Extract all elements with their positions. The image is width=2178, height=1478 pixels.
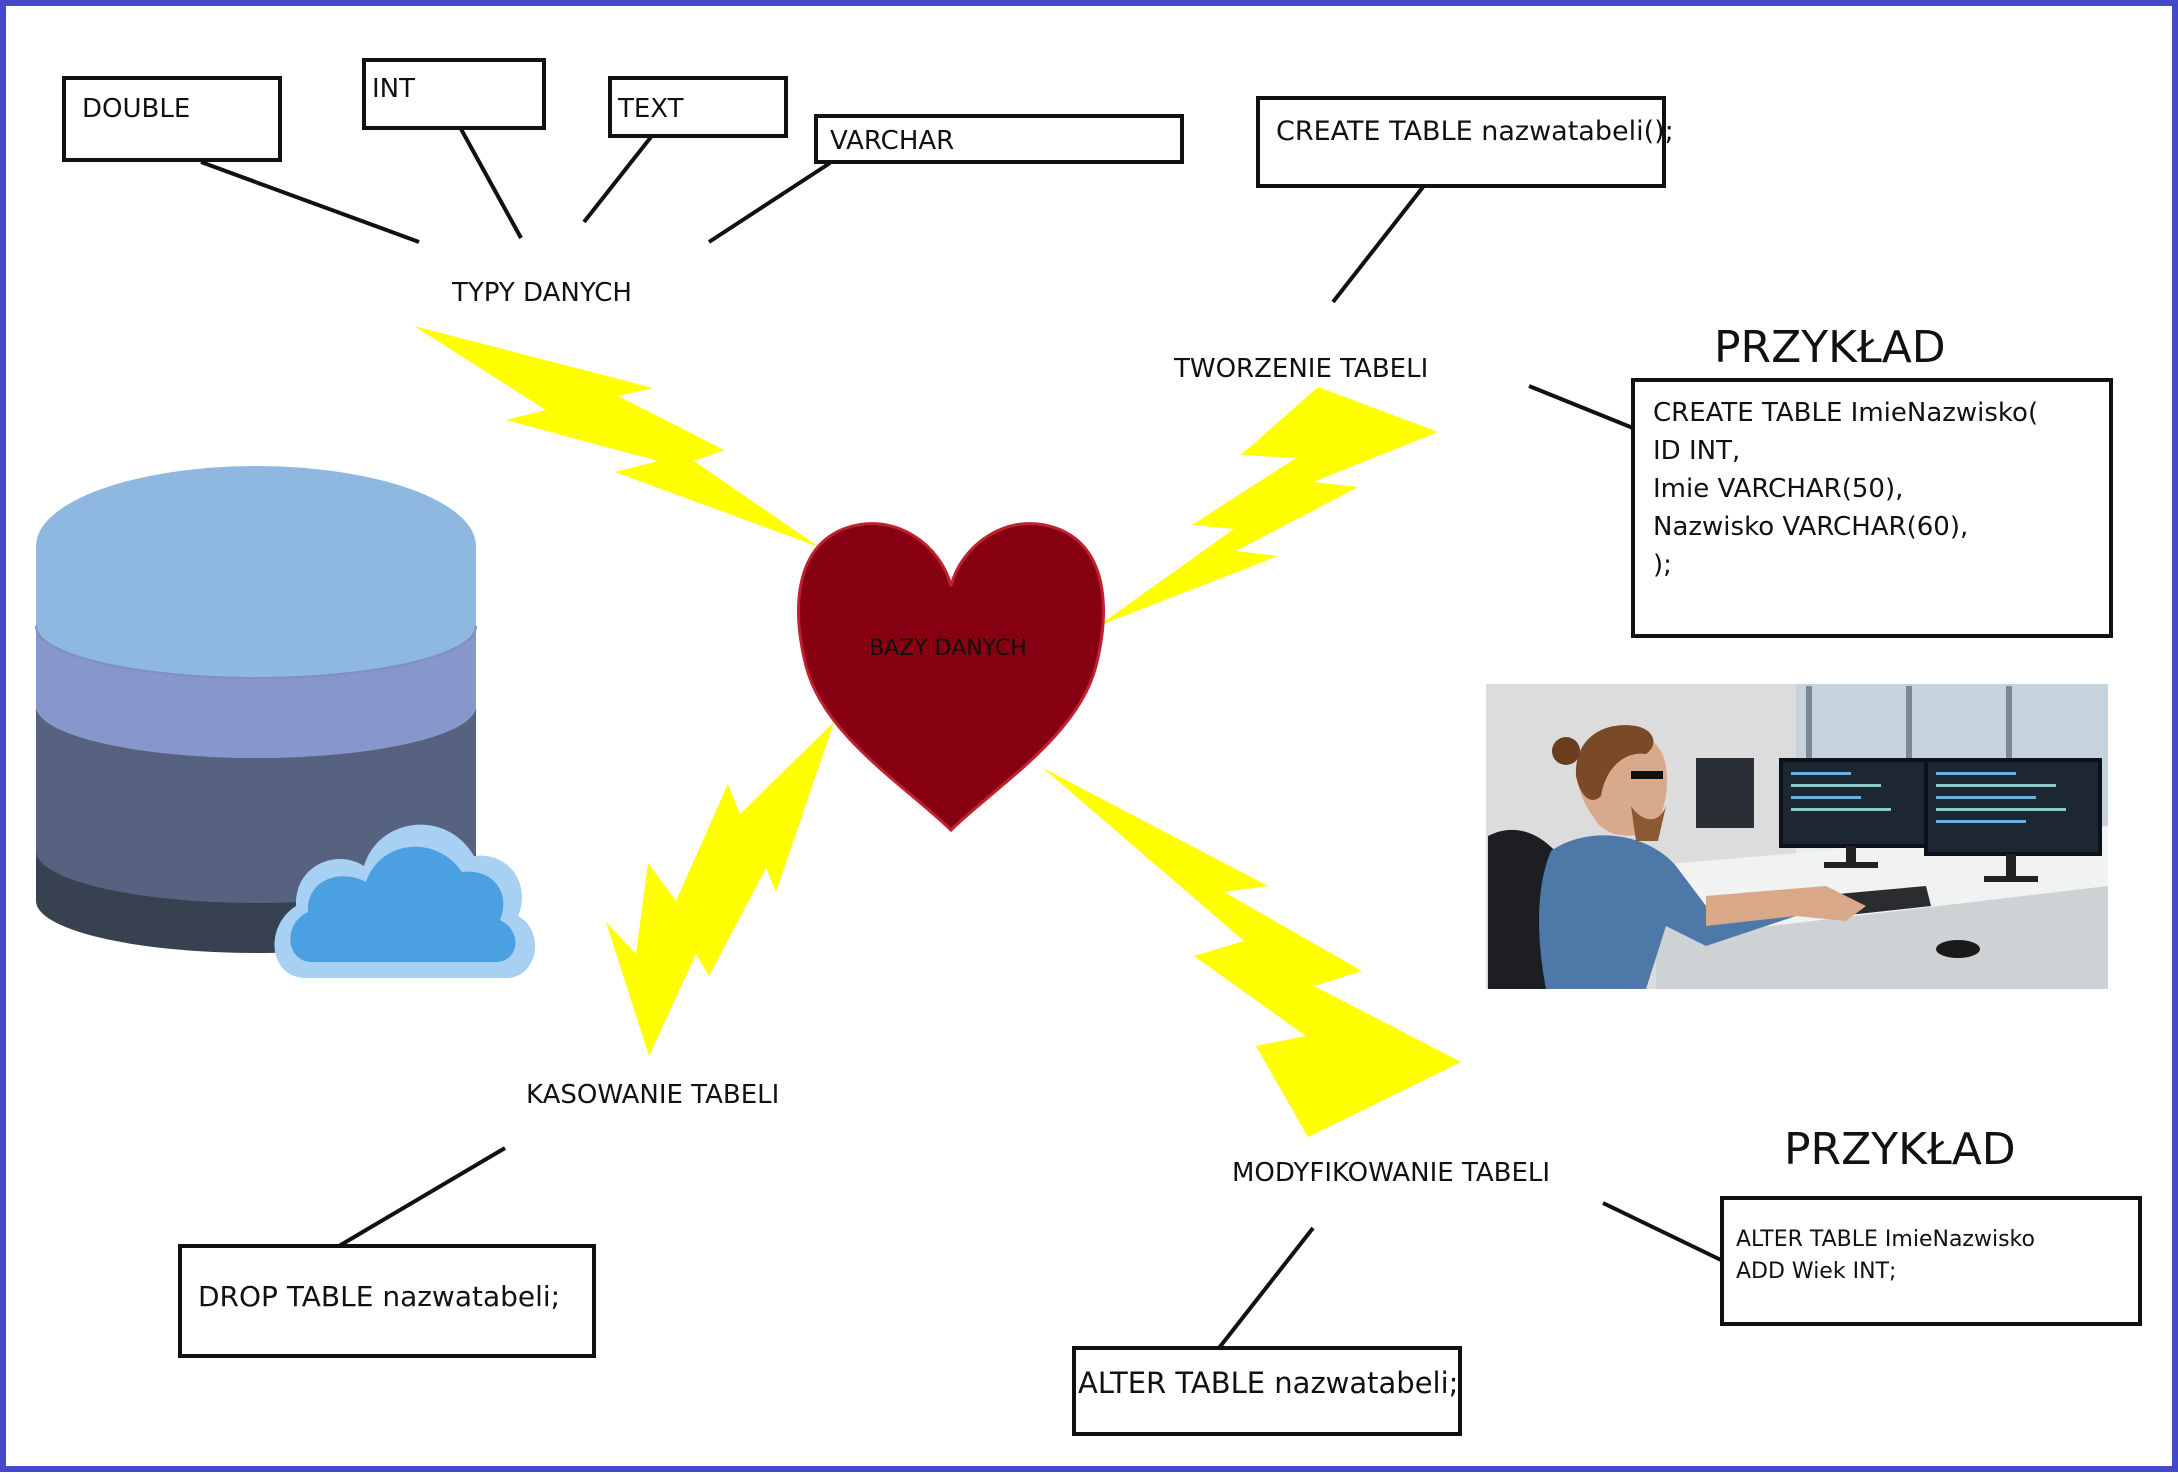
alter-example-line: ALTER TABLE ImieNazwisko xyxy=(1736,1227,2035,1252)
create-example-code: CREATE TABLE ImieNazwisko( ID INT, Imie … xyxy=(1653,394,2038,584)
connector-create-syntax xyxy=(1331,185,1425,304)
cloud-icon xyxy=(274,824,536,978)
lightning-bolts xyxy=(414,326,1461,1137)
type-label-double: DOUBLE xyxy=(82,94,191,124)
alter-syntax-box: ALTER TABLE nazwatabeli; xyxy=(1072,1346,1462,1436)
center-label: BAZY DANYCH xyxy=(869,636,1027,661)
create-example-line: ID INT, xyxy=(1653,436,1741,466)
alter-example-box: ALTER TABLE ImieNazwisko ADD Wiek INT; xyxy=(1720,1196,2142,1326)
alter-syntax-text: ALTER TABLE nazwatabeli; xyxy=(1078,1366,1459,1400)
type-box-text: TEXT xyxy=(608,76,788,138)
lightning-bolt-icon xyxy=(606,722,834,1056)
create-syntax-text: CREATE TABLE nazwatabeli(); xyxy=(1276,116,1674,147)
alter-example-code: ALTER TABLE ImieNazwisko ADD Wiek INT; xyxy=(1736,1224,2035,1288)
lightning-bolt-icon xyxy=(414,326,819,547)
topic-label-data-types: TYPY DANYCH xyxy=(452,278,632,308)
topic-label-create-table: TWORZENIE TABELI xyxy=(1174,354,1429,384)
database-icon xyxy=(35,466,477,953)
drop-syntax-box: DROP TABLE nazwatabeli; xyxy=(178,1244,596,1358)
connector-alter-example xyxy=(1602,1201,1722,1262)
programmer-photo xyxy=(1486,684,2108,989)
connector-varchar xyxy=(707,161,832,244)
connector-drop-syntax xyxy=(337,1146,507,1248)
diagram-graphics xyxy=(35,128,2108,1350)
type-label-text: TEXT xyxy=(618,94,684,124)
connector-double xyxy=(200,160,420,244)
type-label-varchar: VARCHAR xyxy=(830,126,955,156)
alter-example-line: ADD Wiek INT; xyxy=(1736,1259,1897,1284)
create-example-line: Imie VARCHAR(50), xyxy=(1653,474,1904,504)
create-syntax-box: CREATE TABLE nazwatabeli(); xyxy=(1256,96,1674,188)
type-label-int: INT xyxy=(372,74,415,104)
heart-icon xyxy=(797,522,1105,833)
connector-lines xyxy=(200,128,1722,1350)
lightning-bolt-icon xyxy=(1043,768,1461,1137)
drop-syntax-text: DROP TABLE nazwatabeli; xyxy=(198,1280,561,1313)
topic-label-alter-table: MODYFIKOWANIE TABELI xyxy=(1232,1158,1551,1188)
connector-create-example xyxy=(1528,384,1634,430)
create-example-line: Nazwisko VARCHAR(60), xyxy=(1653,512,1969,542)
type-box-int: INT xyxy=(362,58,546,130)
create-example-box: CREATE TABLE ImieNazwisko( ID INT, Imie … xyxy=(1631,378,2113,638)
connector-int xyxy=(459,128,523,239)
type-box-varchar: VARCHAR xyxy=(814,114,1184,164)
type-box-double: DOUBLE xyxy=(62,76,282,162)
topic-label-drop-table: KASOWANIE TABELI xyxy=(526,1080,780,1110)
connector-text xyxy=(582,135,653,224)
lightning-bolt-icon xyxy=(1098,387,1438,626)
create-example-line: ); xyxy=(1653,550,1672,580)
connector-alter-syntax xyxy=(1217,1226,1315,1350)
create-example-title: PRZYKŁAD xyxy=(1714,322,1946,373)
alter-example-title: PRZYKŁAD xyxy=(1784,1124,2016,1175)
create-example-line: CREATE TABLE ImieNazwisko( xyxy=(1653,398,2039,428)
